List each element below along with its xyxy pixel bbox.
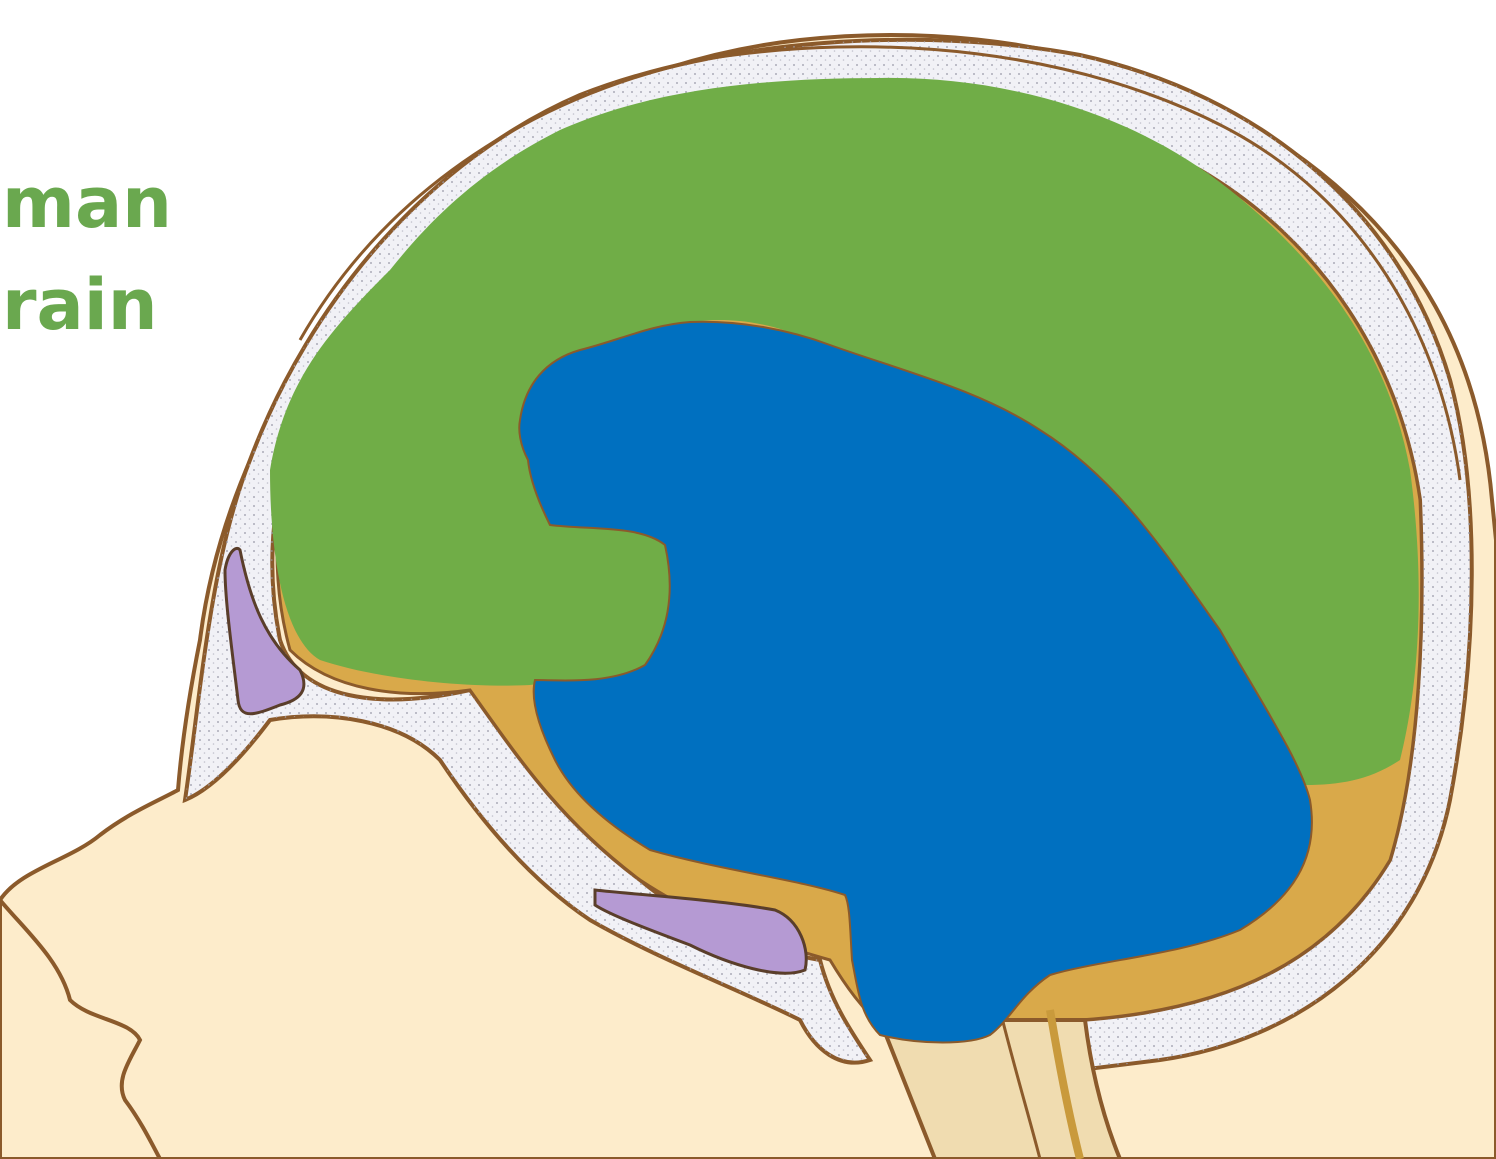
brain-diagram bbox=[0, 0, 1496, 1159]
